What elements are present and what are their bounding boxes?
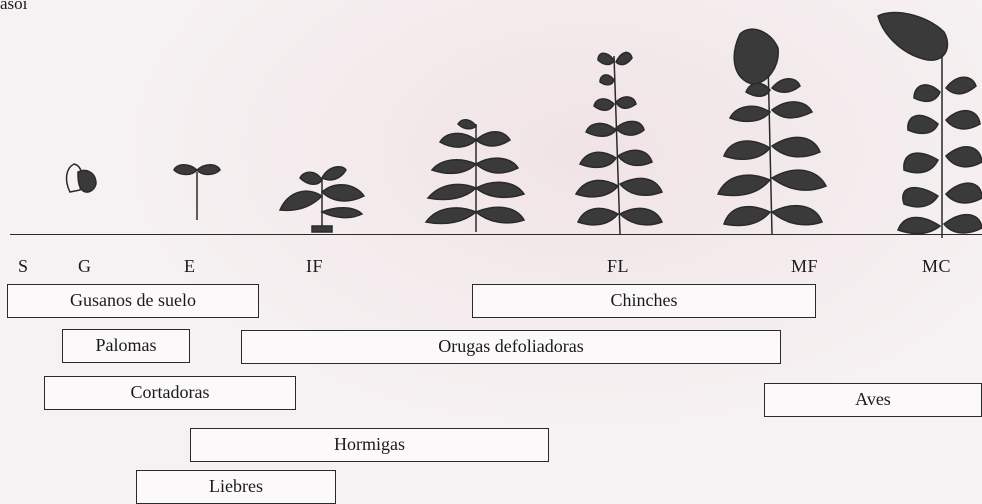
pest-bar-palomas: Palomas — [62, 329, 190, 363]
pest-bar-aves: Aves — [764, 383, 982, 417]
pest-bar-liebres: Liebres — [136, 470, 336, 504]
plant-mc-stage — [878, 13, 982, 238]
stage-label-fl: FL — [607, 256, 629, 277]
plant-if-stage — [280, 167, 364, 232]
stage-label-if: IF — [306, 256, 323, 277]
stage-label-s: S — [18, 256, 29, 277]
stage-label-mc: MC — [922, 256, 951, 277]
pest-bar-hormigas: Hormigas — [190, 428, 549, 462]
plant-emergence — [174, 165, 220, 220]
plant-mf-stage — [718, 29, 826, 234]
plant-vegetative-stage — [426, 120, 524, 232]
pest-bar-cortadoras: Cortadoras — [44, 376, 296, 410]
ground-line — [10, 234, 982, 235]
pest-bar-gusanos-de-suelo: Gusanos de suelo — [7, 284, 259, 318]
plant-flowering-stage — [576, 52, 662, 234]
stage-label-g: G — [78, 256, 92, 277]
pest-bar-chinches: Chinches — [472, 284, 816, 318]
pest-bar-orugas-defoliadoras: Orugas defoliadoras — [241, 330, 781, 364]
stage-label-e: E — [184, 256, 196, 277]
stage-label-mf: MF — [791, 256, 818, 277]
plant-seed-sprout — [67, 164, 96, 192]
